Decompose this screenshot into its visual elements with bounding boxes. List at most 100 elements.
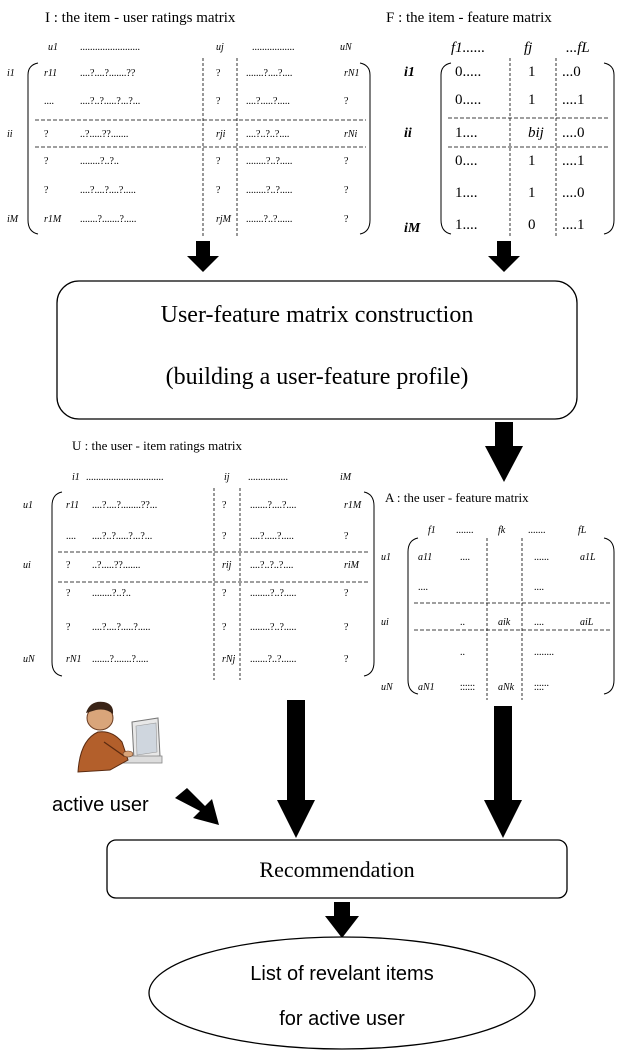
right-paren	[603, 62, 615, 235]
matrix-cell: 0....	[455, 153, 478, 169]
col-header: f1	[428, 525, 436, 536]
matrix-cell: ...0	[562, 64, 581, 80]
matrix-cell: ?	[222, 500, 227, 511]
construction-box	[56, 280, 578, 420]
matrix-cell: ?	[216, 68, 221, 79]
matrix-cell: 1....	[455, 217, 478, 233]
matrix-cell: ?	[344, 96, 349, 107]
col-header: ................	[248, 472, 288, 483]
matrix-cell: ?	[222, 588, 227, 599]
matrix-cell: ....0	[562, 125, 585, 141]
matrix-cell: ?	[344, 156, 349, 167]
matrix-cell: ....	[534, 617, 544, 628]
matrix-cell: a1L	[580, 552, 596, 563]
left-paren	[407, 537, 419, 695]
matrix-cell: ....1	[562, 217, 585, 233]
matrix-cell: ....?..?..?....	[250, 560, 293, 571]
matrix-cell: ......	[534, 678, 549, 689]
matrix-cell: .......?..?......	[250, 654, 296, 665]
matrix-cell: ....?..?.....?...?...	[92, 531, 152, 542]
arrow-down	[488, 241, 520, 272]
col-header: uj	[216, 42, 224, 53]
matrix-cell: ........?..?.....	[250, 588, 296, 599]
user-feature-matrix: f1 ....... fk ....... fL u1 ui uN a11...…	[381, 525, 615, 700]
matrix-cell: 0.....	[455, 92, 481, 108]
recommendation-label: Recommendation	[259, 857, 414, 882]
row-label: u1	[23, 500, 33, 511]
left-paren	[440, 62, 452, 235]
matrix-cell: ....?....?........??...	[92, 500, 157, 511]
arrow-diagonal	[175, 788, 219, 825]
matrix-cell: r1M	[44, 214, 62, 225]
col-header: .......	[528, 525, 546, 536]
matrix-cell: ....?.....?.....	[246, 96, 290, 107]
matrix-cell: ....1	[562, 92, 585, 108]
col-header: ...............................	[86, 472, 164, 483]
matrix-cell: aNk	[498, 682, 515, 693]
matrix-cell: ?	[344, 185, 349, 196]
matrix-cell: ........	[534, 647, 554, 658]
matrix-cell: ....?..?..?....	[246, 129, 289, 140]
arrow-down	[484, 706, 522, 838]
user-feature-matrix-title: A : the user - feature matrix	[385, 490, 529, 505]
matrix-cell: r11	[66, 500, 79, 511]
matrix-cell: ?	[216, 156, 221, 167]
left-paren	[51, 491, 63, 677]
matrix-cell: 0.....	[455, 64, 481, 80]
construction-line2: (building a user-feature profile)	[166, 364, 469, 390]
user-item-matrix: i1 ............................... ij ..…	[23, 472, 375, 680]
matrix-cell: ....1	[562, 153, 585, 169]
matrix-cell: ......	[534, 552, 549, 563]
matrix-cell: ....?..?.....?...?...	[80, 96, 140, 107]
matrix-cell: .......?.......?.....	[92, 654, 148, 665]
matrix-cell: a11	[418, 552, 432, 563]
row-label: ui	[381, 617, 389, 628]
matrix-cell: aN1	[418, 682, 435, 693]
arrow-down	[187, 241, 219, 272]
matrix-cell: ..	[460, 617, 465, 628]
matrix-cell: ........?..?.....	[246, 156, 292, 167]
matrix-cell: ....	[534, 682, 544, 693]
left-paren	[27, 62, 39, 235]
matrix-cell: 1	[528, 153, 536, 169]
matrix-cell: ?	[66, 588, 71, 599]
matrix-cell: ......	[460, 682, 475, 693]
row-label: u1	[381, 552, 391, 563]
matrix-cell: .......?....?....	[246, 68, 292, 79]
col-header: .................	[252, 42, 295, 53]
matrix-cell: ......	[460, 678, 475, 689]
matrix-cell: ?	[344, 214, 349, 225]
construction-line1: User-feature matrix construction	[161, 302, 474, 328]
matrix-cell: ?	[66, 560, 71, 571]
matrix-cell: 1	[528, 92, 536, 108]
matrix-cell: .......?.......?.....	[80, 214, 136, 225]
col-header: fk	[498, 525, 506, 536]
active-user-icon	[77, 701, 163, 773]
matrix-cell: ....	[418, 582, 428, 593]
matrix-cell: 0	[528, 217, 536, 233]
matrix-cell: rji	[216, 129, 226, 140]
matrix-cell: ........?..?..	[92, 588, 131, 599]
item-user-matrix: u1 ........................ uj .........…	[7, 42, 371, 238]
row-label: uN	[381, 682, 394, 693]
matrix-cell: 1....	[455, 185, 478, 201]
matrix-cell: ..?.....??.......	[80, 129, 128, 140]
col-header: iM	[340, 472, 352, 483]
matrix-cell: ?	[344, 622, 349, 633]
matrix-cell: aik	[498, 617, 511, 628]
item-feature-matrix: f1...... fj ...fL i1 ii iM 0.....1...00.…	[404, 40, 615, 238]
matrix-cell: ....	[460, 552, 470, 563]
row-label: i1	[404, 65, 415, 80]
col-header: .......	[456, 525, 474, 536]
matrix-cell: ?	[44, 156, 49, 167]
matrix-cell: ....0	[562, 185, 585, 201]
matrix-cell: 1....	[455, 125, 478, 141]
output-line2: for active user	[279, 1008, 405, 1030]
active-user-label: active user	[52, 794, 149, 816]
matrix-cell: ....	[44, 96, 54, 107]
col-header: ...fL	[566, 40, 590, 56]
col-header: ij	[224, 472, 230, 483]
matrix-cell: ....?....?.....?.....	[92, 622, 150, 633]
recommendation-box	[106, 839, 568, 899]
